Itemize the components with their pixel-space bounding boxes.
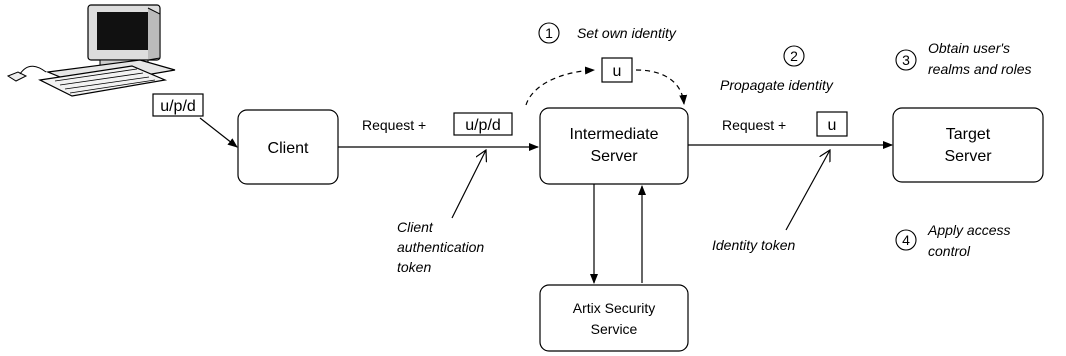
step-1-text: Set own identity [577,25,677,41]
step-3-marker [895,49,917,71]
intermediate-label-line1: Intermediate [570,126,659,143]
intermediate-label-line2: Server [590,148,638,165]
step-3-text-line1: Obtain user's [928,40,1010,56]
upd-token-computer [152,93,204,117]
security-label-line1: Artix Security [573,300,655,316]
dashed-arrow-propagate [635,69,688,105]
target-server-node [892,107,1044,183]
target-label-line1: Target [946,126,991,143]
step-4-number: 4 [902,232,910,248]
step-2-text: Propagate identity [720,77,834,93]
request-plus-label-1: Request + [362,117,426,133]
upd-token-request-label: u/p/d [465,117,501,134]
step-1-marker [538,22,560,44]
step-1-number: 1 [545,25,553,41]
u-token-request [816,111,848,137]
u-token-top-label: u [613,63,622,80]
pointer-client-auth-token [451,150,486,219]
step-2-marker [783,45,805,67]
step-4-text-line2: control [928,243,971,259]
identity-token-label: Identity token [712,237,795,253]
u-token-request-label: u [828,117,837,134]
intermediate-server-node [539,107,689,185]
client-auth-label-line3: token [397,259,431,275]
computer-icon [6,4,176,97]
u-token-top [601,57,633,83]
client-auth-label-line1: Client [397,219,434,235]
step-4-text-line1: Apply access [927,222,1010,238]
request-plus-label-2: Request + [722,117,786,133]
client-label: Client [268,140,309,157]
dashed-arrow-set-identity [525,66,595,106]
upd-token-computer-label: u/p/d [160,98,196,115]
target-label-line2: Server [944,148,992,165]
arrow-computer-to-client [199,117,238,148]
security-label-line2: Service [591,321,638,337]
step-3-number: 3 [902,52,910,68]
step-2-number: 2 [790,48,798,64]
client-auth-label-line2: authentication [397,239,484,255]
security-service-node [539,284,689,352]
upd-token-request [453,112,513,136]
step-4-marker [895,229,917,251]
step-3-text-line2: realms and roles [928,61,1032,77]
pointer-identity-token [785,150,830,231]
